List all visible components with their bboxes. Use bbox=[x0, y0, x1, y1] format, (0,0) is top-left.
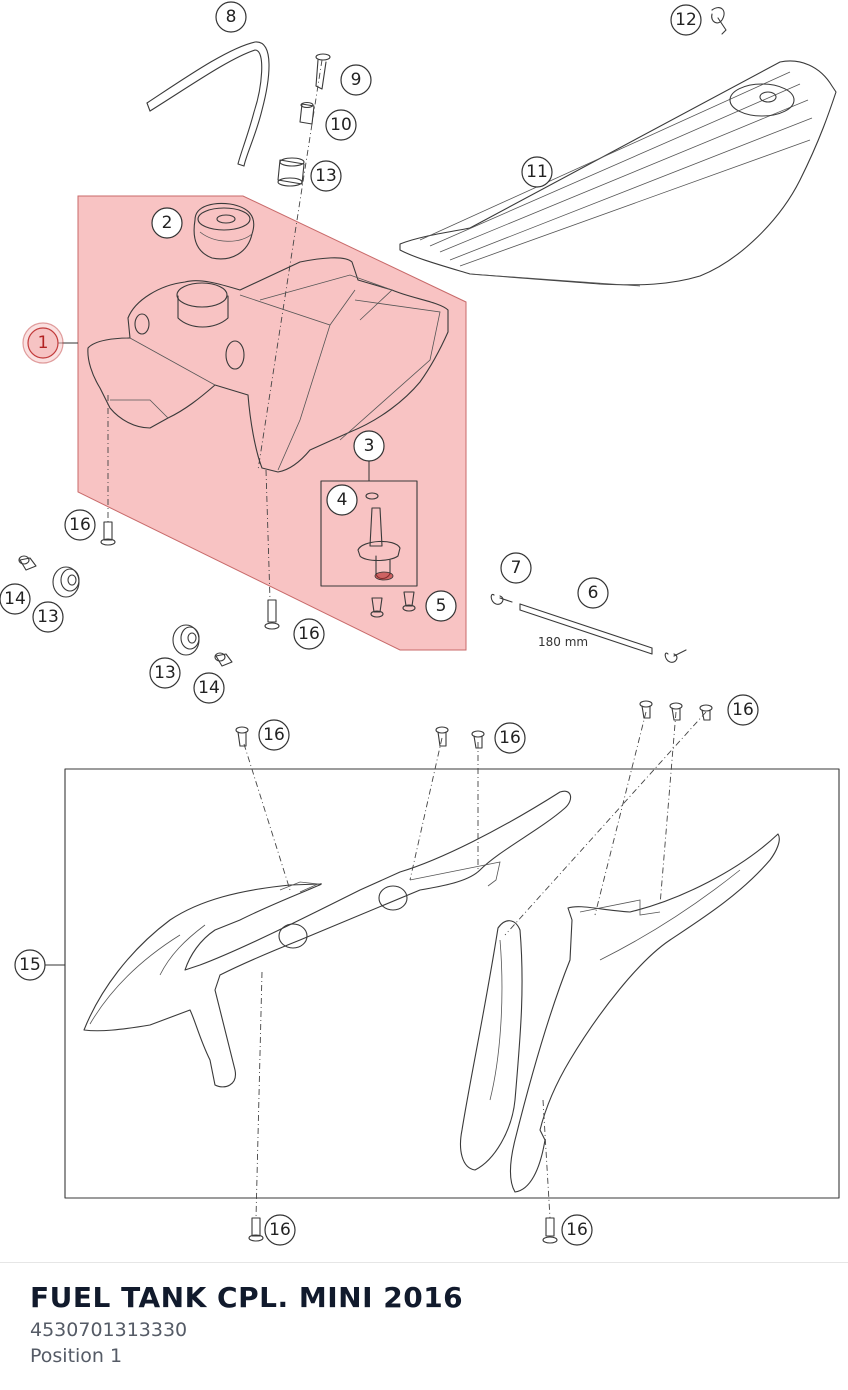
callout-14-lower[interactable]: 14 bbox=[193, 672, 225, 704]
svg-text:16: 16 bbox=[269, 1220, 291, 1240]
part-title: FUEL TANK CPL. MINI 2016 bbox=[30, 1281, 464, 1314]
callout-16-cover-left[interactable]: 16 bbox=[258, 719, 290, 751]
fuel-tank-highlight-area[interactable] bbox=[77, 195, 467, 651]
svg-text:6: 6 bbox=[588, 583, 599, 603]
svg-text:13: 13 bbox=[154, 663, 176, 683]
callout-1[interactable]: 1 bbox=[22, 322, 64, 364]
svg-text:8: 8 bbox=[226, 7, 237, 27]
svg-text:16: 16 bbox=[69, 515, 91, 535]
part-position: Position 1 bbox=[30, 1345, 123, 1367]
callout-16-tank-right[interactable]: 16 bbox=[293, 618, 325, 650]
svg-text:14: 14 bbox=[4, 589, 26, 609]
screw-16-d bbox=[639, 700, 653, 719]
parts-diagram: 180 mm bbox=[0, 1, 840, 1246]
rubber-bushing-13 bbox=[277, 157, 305, 187]
callout-16-tank-left[interactable]: 16 bbox=[64, 509, 96, 541]
callout-3[interactable]: 3 bbox=[353, 430, 385, 462]
svg-text:16: 16 bbox=[732, 700, 754, 720]
callout-16-cover-right[interactable]: 16 bbox=[727, 694, 759, 726]
screw-16-g bbox=[248, 1217, 264, 1242]
callout-16-bottom-right[interactable]: 16 bbox=[561, 1214, 593, 1246]
screws-5 bbox=[370, 591, 416, 618]
clip-6-end bbox=[664, 649, 687, 663]
callout-2[interactable]: 2 bbox=[151, 207, 183, 239]
svg-text:7: 7 bbox=[511, 558, 522, 578]
callout-8[interactable]: 8 bbox=[215, 1, 247, 33]
callout-16-cover-mid[interactable]: 16 bbox=[494, 722, 526, 754]
svg-text:4: 4 bbox=[337, 490, 348, 510]
part-number: 4530701313330 bbox=[30, 1319, 188, 1341]
callout-11[interactable]: 11 bbox=[521, 156, 553, 188]
callout-13-left[interactable]: 13 bbox=[32, 601, 64, 633]
svg-text:14: 14 bbox=[198, 678, 220, 698]
clip-7 bbox=[490, 593, 513, 605]
svg-text:2: 2 bbox=[162, 213, 173, 233]
svg-text:1: 1 bbox=[38, 333, 49, 353]
callout-15[interactable]: 15 bbox=[14, 949, 46, 981]
rod-part-6 bbox=[519, 603, 653, 655]
rod-dimension-label: 180 mm bbox=[538, 635, 588, 649]
screw-16-b bbox=[435, 726, 449, 747]
screw-14-lower bbox=[214, 652, 233, 667]
screw-16-h bbox=[542, 1217, 558, 1244]
screw-16-tank-left bbox=[100, 521, 116, 546]
screw-16-tank-right bbox=[264, 599, 280, 630]
rubber-bushing-13-lower bbox=[172, 624, 200, 656]
svg-text:11: 11 bbox=[526, 162, 548, 182]
tank-cap-part bbox=[193, 202, 255, 260]
screw-16-e bbox=[669, 702, 683, 721]
rubber-bushing-13-left bbox=[52, 566, 80, 598]
callout-6[interactable]: 6 bbox=[577, 577, 609, 609]
svg-text:15: 15 bbox=[19, 955, 41, 975]
svg-text:12: 12 bbox=[675, 10, 697, 30]
side-covers-box bbox=[64, 768, 840, 1199]
right-side-cover-part bbox=[459, 833, 780, 1193]
callout-7[interactable]: 7 bbox=[500, 552, 532, 584]
callout-13-top[interactable]: 13 bbox=[310, 160, 342, 192]
callout-4[interactable]: 4 bbox=[326, 484, 358, 516]
spacer-10 bbox=[299, 101, 315, 125]
fuel-tap-part bbox=[357, 492, 401, 581]
svg-text:9: 9 bbox=[351, 70, 362, 90]
callout-14-left[interactable]: 14 bbox=[0, 583, 31, 615]
screw-14-left bbox=[18, 555, 37, 571]
svg-text:13: 13 bbox=[315, 166, 337, 186]
screw-16-a bbox=[235, 726, 249, 747]
screw-9 bbox=[315, 53, 331, 90]
callout-13-lower[interactable]: 13 bbox=[149, 657, 181, 689]
part-info-panel: FUEL TANK CPL. MINI 2016 4530701313330 P… bbox=[0, 1262, 848, 1390]
svg-text:16: 16 bbox=[298, 624, 320, 644]
callout-9[interactable]: 9 bbox=[340, 64, 372, 96]
callout-12[interactable]: 12 bbox=[670, 4, 702, 36]
screw-16-c bbox=[471, 730, 485, 749]
svg-text:13: 13 bbox=[37, 607, 59, 627]
svg-text:10: 10 bbox=[330, 115, 352, 135]
svg-text:16: 16 bbox=[499, 728, 521, 748]
seat-part bbox=[399, 60, 837, 287]
svg-text:16: 16 bbox=[263, 725, 285, 745]
fuel-tank-part bbox=[87, 257, 449, 473]
screw-16-f bbox=[699, 704, 713, 721]
callout-16-bottom-left[interactable]: 16 bbox=[264, 1214, 296, 1246]
svg-text:3: 3 bbox=[364, 436, 375, 456]
callout-10[interactable]: 10 bbox=[325, 109, 357, 141]
svg-text:16: 16 bbox=[566, 1220, 588, 1240]
clip-part-12 bbox=[711, 7, 727, 35]
svg-text:5: 5 bbox=[436, 596, 447, 616]
callout-5[interactable]: 5 bbox=[425, 590, 457, 622]
hose-part bbox=[146, 41, 270, 167]
left-side-cover-part bbox=[83, 790, 572, 1088]
